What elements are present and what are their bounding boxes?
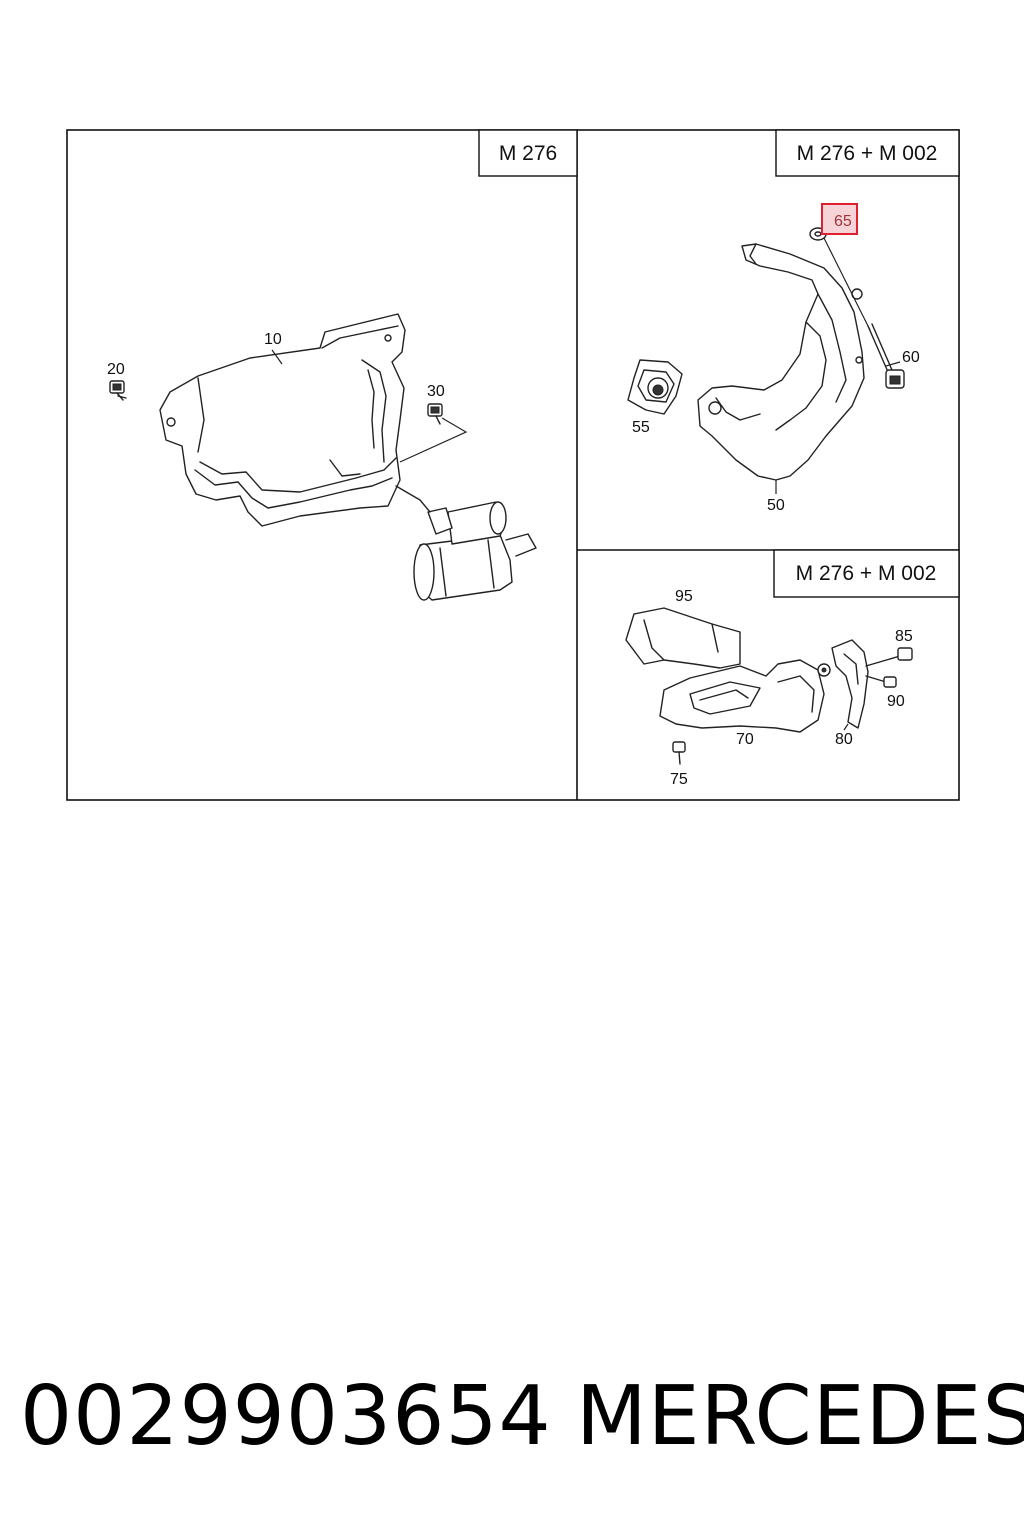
bolt-part-85[interactable] [865,647,913,667]
callout-80[interactable]: 80 [835,731,853,748]
leader-60 [885,361,901,367]
bottom-right-panel-header: M 276 + M 002 [773,549,960,598]
callout-85[interactable]: 85 [895,628,913,645]
left-panel-header: M 276 [478,129,578,177]
callout-50[interactable]: 50 [767,497,785,514]
leader-65 [823,237,871,331]
bottom-right-panel-header-label: M 276 + M 002 [796,562,937,585]
callout-70[interactable]: 70 [736,731,754,748]
leader-10 [271,349,283,365]
callout-65[interactable]: 65 [834,213,852,230]
shield-mount-nut [817,663,831,677]
bolt-part-60[interactable] [867,323,905,389]
callout-95[interactable]: 95 [675,588,693,605]
callout-20[interactable]: 20 [107,361,125,378]
callout-30[interactable]: 30 [427,383,445,400]
clip-part-55[interactable] [627,359,683,415]
highlight-box-65 [821,203,858,235]
heat-shield-part-50[interactable] [697,243,865,481]
top-right-panel-header-label: M 276 + M 002 [797,142,938,165]
footer: 0029903654 MERCEDES [20,1362,1024,1472]
heat-shield-part-10[interactable] [159,313,406,527]
bolt-part-30[interactable] [427,403,443,425]
bracket-part-80[interactable] [831,639,869,729]
callout-10[interactable]: 10 [264,331,282,348]
brand-name: MERCEDES [576,1369,1024,1464]
callout-75[interactable]: 75 [670,771,688,788]
heat-shield-part-95[interactable] [625,607,741,669]
callout-60[interactable]: 60 [902,349,920,366]
starter-motor[interactable] [395,485,537,601]
callout-55[interactable]: 55 [632,419,650,436]
leader-30 [399,417,468,463]
left-panel-header-label: M 276 [499,142,557,165]
callout-90[interactable]: 90 [887,693,905,710]
bolt-part-75[interactable] [672,741,686,765]
nut-part-90[interactable] [865,675,897,688]
part-number: 0029903654 [20,1369,552,1464]
leader-80 [843,723,849,731]
top-right-panel-header: M 276 + M 002 [775,129,960,177]
heat-shield-part-70[interactable] [659,659,825,733]
bolt-part-20[interactable] [109,380,127,401]
